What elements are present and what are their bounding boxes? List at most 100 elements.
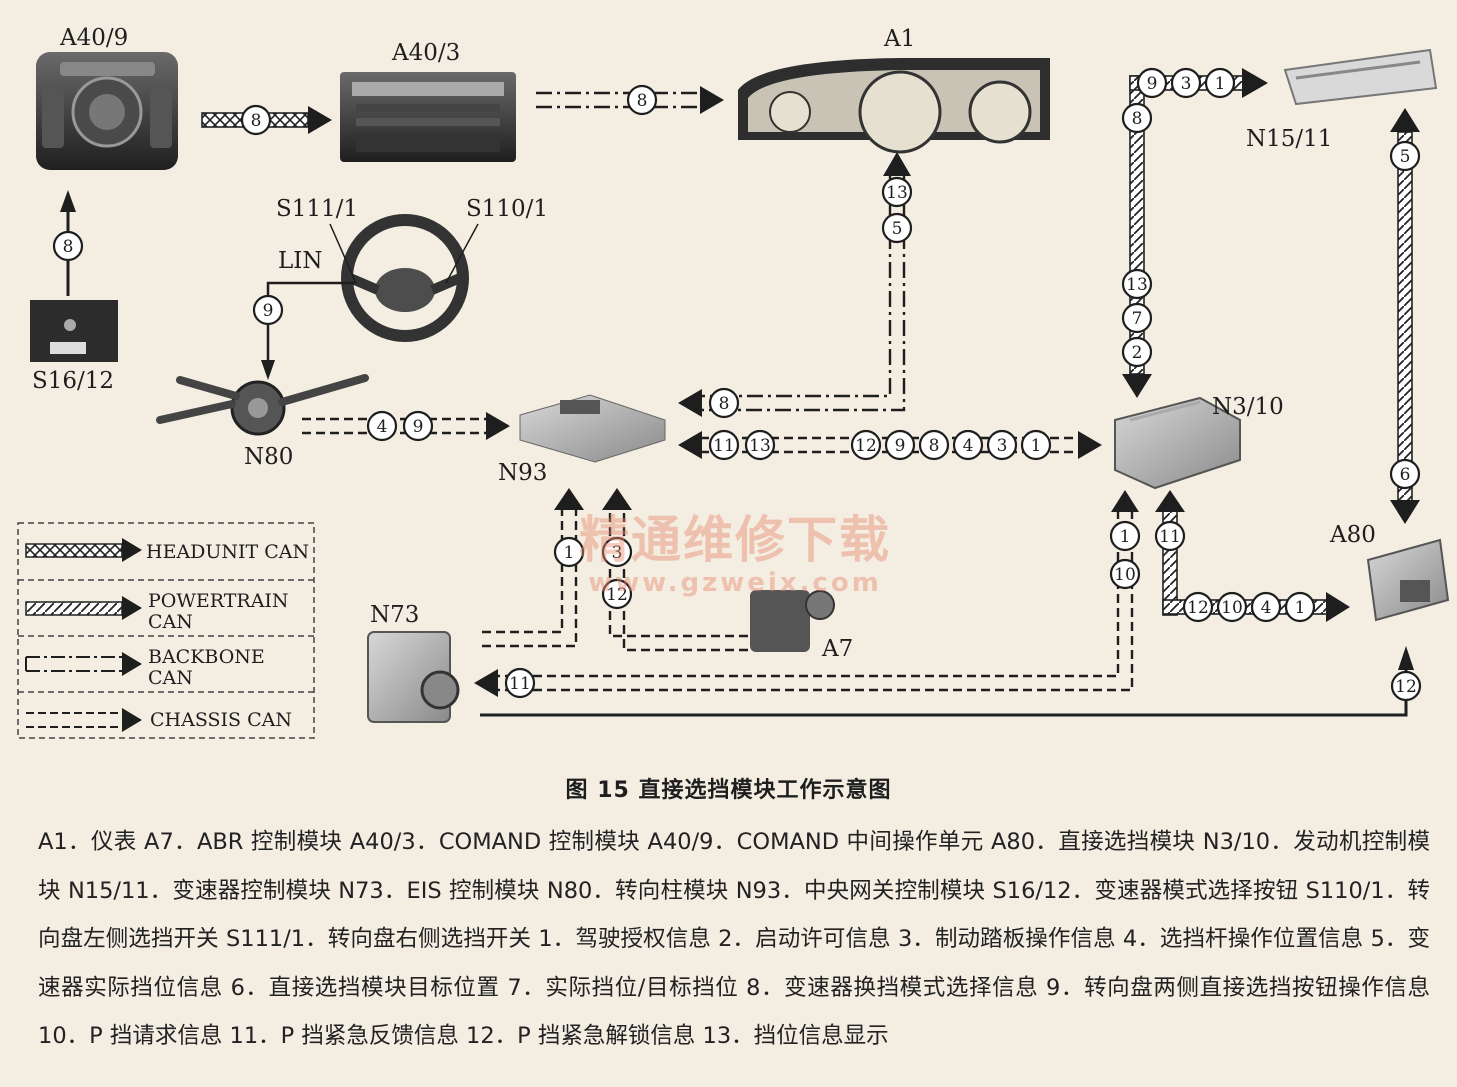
signal-badge: 10 — [1109, 558, 1141, 590]
signal-number: 1 — [1215, 74, 1226, 94]
a80-direct-select-module-image — [1366, 538, 1450, 622]
signal-number: 8 — [63, 237, 74, 257]
legend-backbone-label: BACKBONE — [148, 646, 265, 668]
signal-badge-circle — [708, 429, 740, 461]
legend-chassis-label: CHASSIS CAN — [150, 709, 292, 731]
legend-headunit-label: HEADUNIT CAN — [146, 541, 309, 563]
signal-badge: 8 — [240, 104, 272, 136]
signal-badge: 12 — [1390, 670, 1422, 702]
label-n73: N73 — [370, 602, 419, 628]
signal-number: 5 — [892, 219, 903, 239]
legend: HEADUNIT CAN POWERTRAIN CAN BACKBONE CAN… — [17, 522, 315, 739]
signal-badge: 8 — [52, 230, 84, 262]
a7-abr-controller-image — [750, 590, 835, 652]
signal-number: 2 — [1132, 343, 1143, 363]
signal-number: 13 — [749, 436, 771, 456]
n80-steering-column-module-image — [156, 374, 369, 436]
label-s16-12: S16/12 — [32, 368, 114, 394]
label-a80: A80 — [1329, 522, 1376, 548]
signal-badge: 8 — [708, 387, 740, 419]
signal-number: 8 — [719, 394, 730, 414]
signal-number: 3 — [1181, 74, 1192, 94]
signal-number: 8 — [1132, 109, 1143, 129]
signal-badge: 4 — [366, 410, 398, 442]
signal-badge-circle — [402, 410, 434, 442]
signal-number: 1 — [1295, 598, 1306, 618]
signal-badge: 3 — [986, 429, 1018, 461]
signal-badge-circle — [1284, 591, 1316, 623]
signal-badge: 8 — [918, 429, 950, 461]
signal-number: 8 — [929, 436, 940, 456]
signal-number: 10 — [1221, 598, 1243, 618]
signal-number: 1 — [564, 543, 575, 563]
signal-badge-circle — [1109, 520, 1141, 552]
signal-number: 5 — [1400, 147, 1411, 167]
signal-number: 6 — [1400, 465, 1411, 485]
label-a40-9: A40/9 — [59, 25, 128, 51]
signal-badge-circle — [1182, 591, 1214, 623]
signal-badge: 12 — [850, 429, 882, 461]
signal-number: 13 — [886, 183, 908, 203]
powertrain-can-link-n1511-a80 — [1390, 108, 1420, 524]
signal-badge: 11 — [708, 429, 740, 461]
n3-10-engine-controller-image — [1114, 396, 1241, 490]
signal-number: 10 — [1114, 565, 1136, 585]
signal-badge-circle — [881, 176, 913, 208]
signal-badge-circle — [1204, 67, 1236, 99]
signal-badge-circle — [52, 230, 84, 262]
signal-badge: 13 — [744, 429, 776, 461]
network-diagram: HEADUNIT CAN POWERTRAIN CAN BACKBONE CAN… — [17, 25, 1450, 739]
signal-number: 12 — [855, 436, 877, 456]
signal-badge: 10 — [1216, 591, 1248, 623]
label-lin: LIN — [278, 248, 322, 274]
signal-badge-circle — [1136, 67, 1168, 99]
label-n80: N80 — [244, 444, 293, 470]
signal-number: 8 — [251, 111, 262, 131]
backbone-can-link-a1-n93 — [678, 152, 911, 417]
signal-badge-circle — [884, 429, 916, 461]
signal-badge-circle — [850, 429, 882, 461]
signal-badge-circle — [1121, 336, 1153, 368]
label-a7: A7 — [821, 636, 853, 662]
label-n15-11: N15/11 — [1246, 126, 1332, 152]
signal-badge: 7 — [1121, 302, 1153, 334]
signal-badge: 2 — [1121, 336, 1153, 368]
signal-number: 9 — [895, 436, 906, 456]
signal-number: 9 — [413, 417, 424, 437]
signal-number: 4 — [963, 436, 974, 456]
signal-badge-circle — [1250, 591, 1282, 623]
signal-number: 1 — [1120, 527, 1131, 547]
signal-badge: 11 — [504, 667, 536, 699]
signal-badge: 11 — [1154, 520, 1186, 552]
signal-badge: 9 — [1136, 67, 1168, 99]
signal-badge-circle — [504, 667, 536, 699]
chassis-can-link-n73-n93-a7 — [482, 488, 748, 652]
signal-number: 4 — [1261, 598, 1272, 618]
label-a1: A1 — [883, 26, 915, 52]
signal-number: 3 — [612, 543, 623, 563]
signal-badge: 9 — [252, 294, 284, 326]
signal-badge-circle — [601, 578, 633, 610]
s16-12-mode-button-image — [30, 300, 118, 362]
signal-badge: 5 — [881, 212, 913, 244]
signal-badge-circle — [1121, 268, 1153, 300]
signal-badge-circle — [1170, 67, 1202, 99]
signal-badge-circle — [1216, 591, 1248, 623]
signal-number: 8 — [637, 91, 648, 111]
signal-badge-circle — [553, 536, 585, 568]
signal-number: 13 — [1126, 275, 1148, 295]
legend-powertrain-label-2: CAN — [148, 611, 193, 633]
signal-badge-circle — [1109, 558, 1141, 590]
signal-badge: 13 — [881, 176, 913, 208]
label-s111-1: S111/1 — [276, 196, 358, 222]
signal-badge: 9 — [402, 410, 434, 442]
signal-badge: 5 — [1389, 140, 1421, 172]
signal-badge: 1 — [1020, 429, 1052, 461]
signal-badge: 6 — [1389, 458, 1421, 490]
signal-number: 11 — [713, 436, 735, 456]
signal-number: 12 — [1395, 677, 1417, 697]
signal-badge-circle — [626, 84, 658, 116]
legend-powertrain-swatch — [25, 596, 142, 620]
backbone-can-link-a403-a1 — [536, 86, 724, 114]
